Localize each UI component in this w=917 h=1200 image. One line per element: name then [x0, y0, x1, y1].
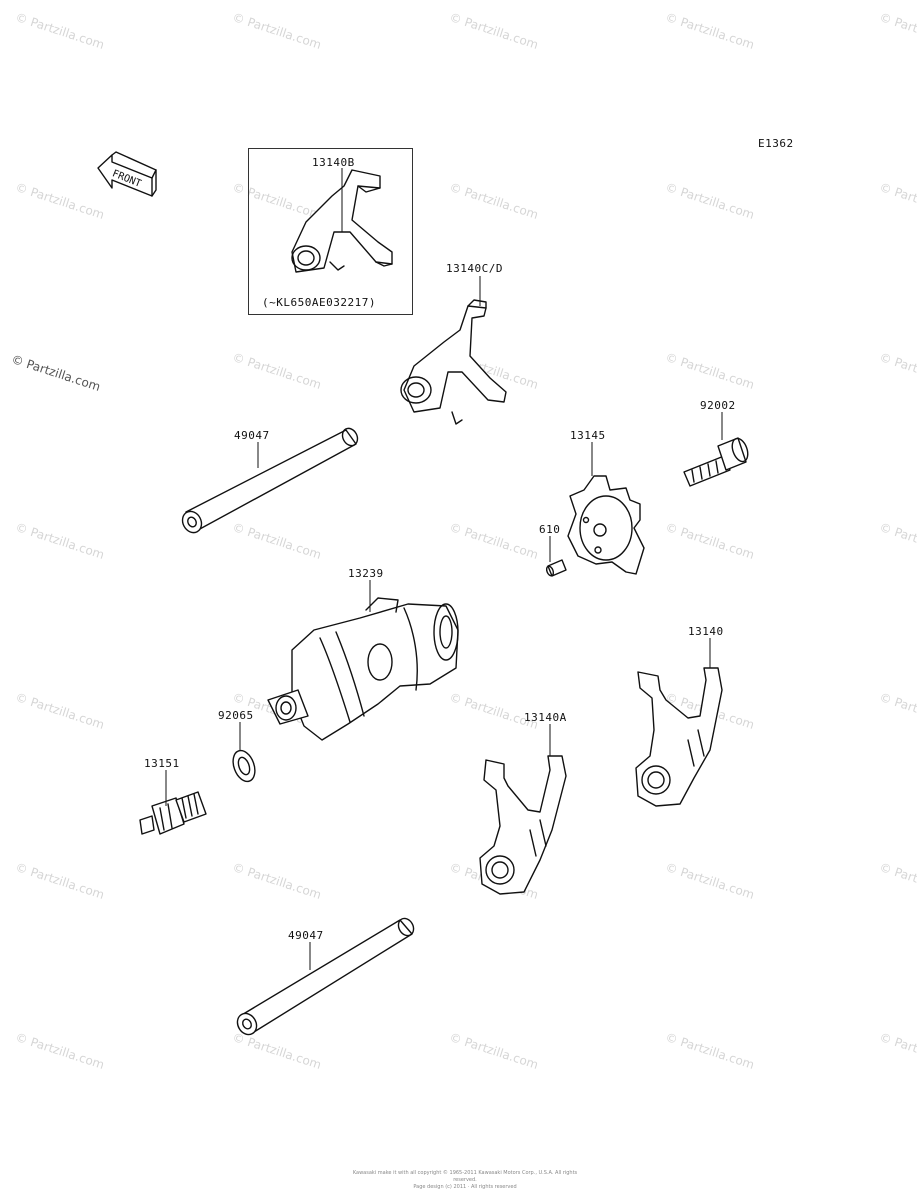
part-label-610: 610 [539, 523, 561, 536]
copyright-line-2: Page design (c) 2011 · All rights reserv… [413, 1184, 517, 1190]
part-label-92065: 92065 [218, 709, 254, 722]
bolt-92002-icon [683, 437, 749, 487]
copyright-note: Kawasaki make it with all copyright © 19… [350, 1170, 580, 1191]
part-label-13145: 13145 [570, 429, 606, 442]
shift-cam-13145-icon [567, 475, 645, 575]
pin-610-icon [545, 559, 567, 577]
neutral-switch-13151-icon [139, 791, 207, 835]
part-label-49047-top: 49047 [234, 429, 270, 442]
part-label-13151: 13151 [144, 757, 180, 770]
part-label-92002: 92002 [700, 399, 736, 412]
washer-92065-icon [232, 749, 256, 783]
part-label-13140cd: 13140C/D [446, 262, 503, 275]
front-arrow-icon: FRONT [97, 151, 157, 197]
leader-lines [165, 168, 723, 970]
shift-fork-13140-icon [635, 667, 723, 807]
shift-fork-13140cd-icon [400, 299, 507, 425]
shift-drum-13239-icon [267, 597, 459, 741]
part-label-13239: 13239 [348, 567, 384, 580]
inset-note: (~KL650AE032217) [262, 296, 376, 309]
part-label-13140: 13140 [688, 625, 724, 638]
part-label-49047-bottom: 49047 [288, 929, 324, 942]
shaft-49047-top-icon [181, 427, 359, 534]
inset-frame [248, 148, 413, 315]
shift-fork-13140a-icon [479, 755, 567, 895]
part-label-13140a: 13140A [524, 711, 567, 724]
diagram-code: E1362 [758, 137, 794, 150]
shaft-49047-bottom-icon [236, 917, 415, 1036]
copyright-line-1: Kawasaki make it with all copyright © 19… [352, 1170, 578, 1183]
part-label-13140b: 13140B [312, 156, 355, 169]
